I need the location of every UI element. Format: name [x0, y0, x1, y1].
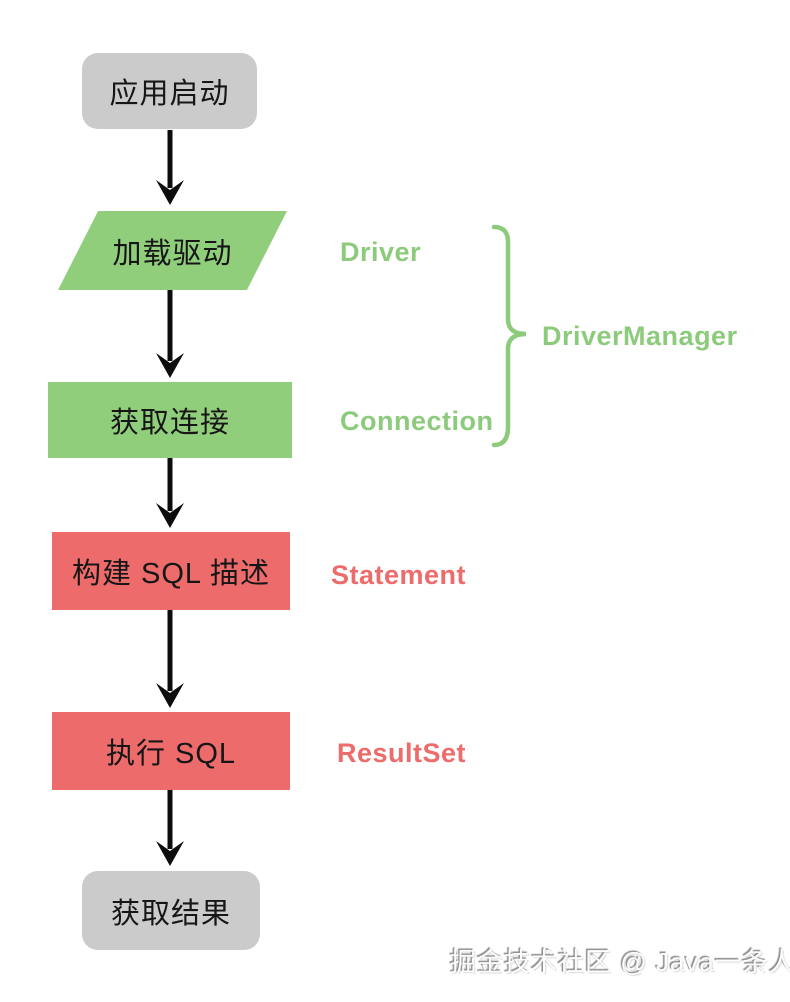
node-label-app-start: 应用启动 [109, 78, 230, 110]
arrow-build-sql-to-execute-sql [156, 610, 184, 708]
driver-manager-brace [491, 224, 527, 448]
arrow-app-start-to-load-driver [156, 130, 184, 205]
node-label-build-sql: 构建 SQL 描述 [71, 558, 271, 590]
arrow-execute-sql-to-get-result [156, 790, 184, 866]
arrow-get-connection-to-build-sql [156, 458, 184, 528]
annotation-connection: Connection [340, 406, 494, 436]
flow-node-execute-sql: 执行 SQL [52, 712, 290, 790]
flow-node-get-connection: 获取连接 [48, 382, 292, 458]
arrow-load-driver-to-get-connection [156, 290, 184, 378]
flow-node-app-start: 应用启动 [82, 53, 257, 129]
flow-node-load-driver: 加载驱动 [58, 211, 287, 290]
node-label-get-result: 获取结果 [110, 897, 231, 930]
node-label-execute-sql: 执行 SQL [105, 738, 237, 770]
flow-node-get-result: 获取结果 [82, 871, 260, 950]
flow-node-build-sql: 构建 SQL 描述 [52, 532, 290, 610]
annotation-driver: Driver [340, 237, 422, 267]
annotation-resultset: ResultSet [337, 738, 467, 768]
annotation-statement: Statement [331, 560, 467, 590]
watermark: 掘金技术社区 @ Java一条人 [450, 947, 790, 977]
node-label-get-connection: 获取连接 [109, 407, 230, 439]
node-label-load-driver: 加载驱动 [112, 237, 233, 270]
annotation-driver-manager: DriverManager [542, 321, 738, 351]
